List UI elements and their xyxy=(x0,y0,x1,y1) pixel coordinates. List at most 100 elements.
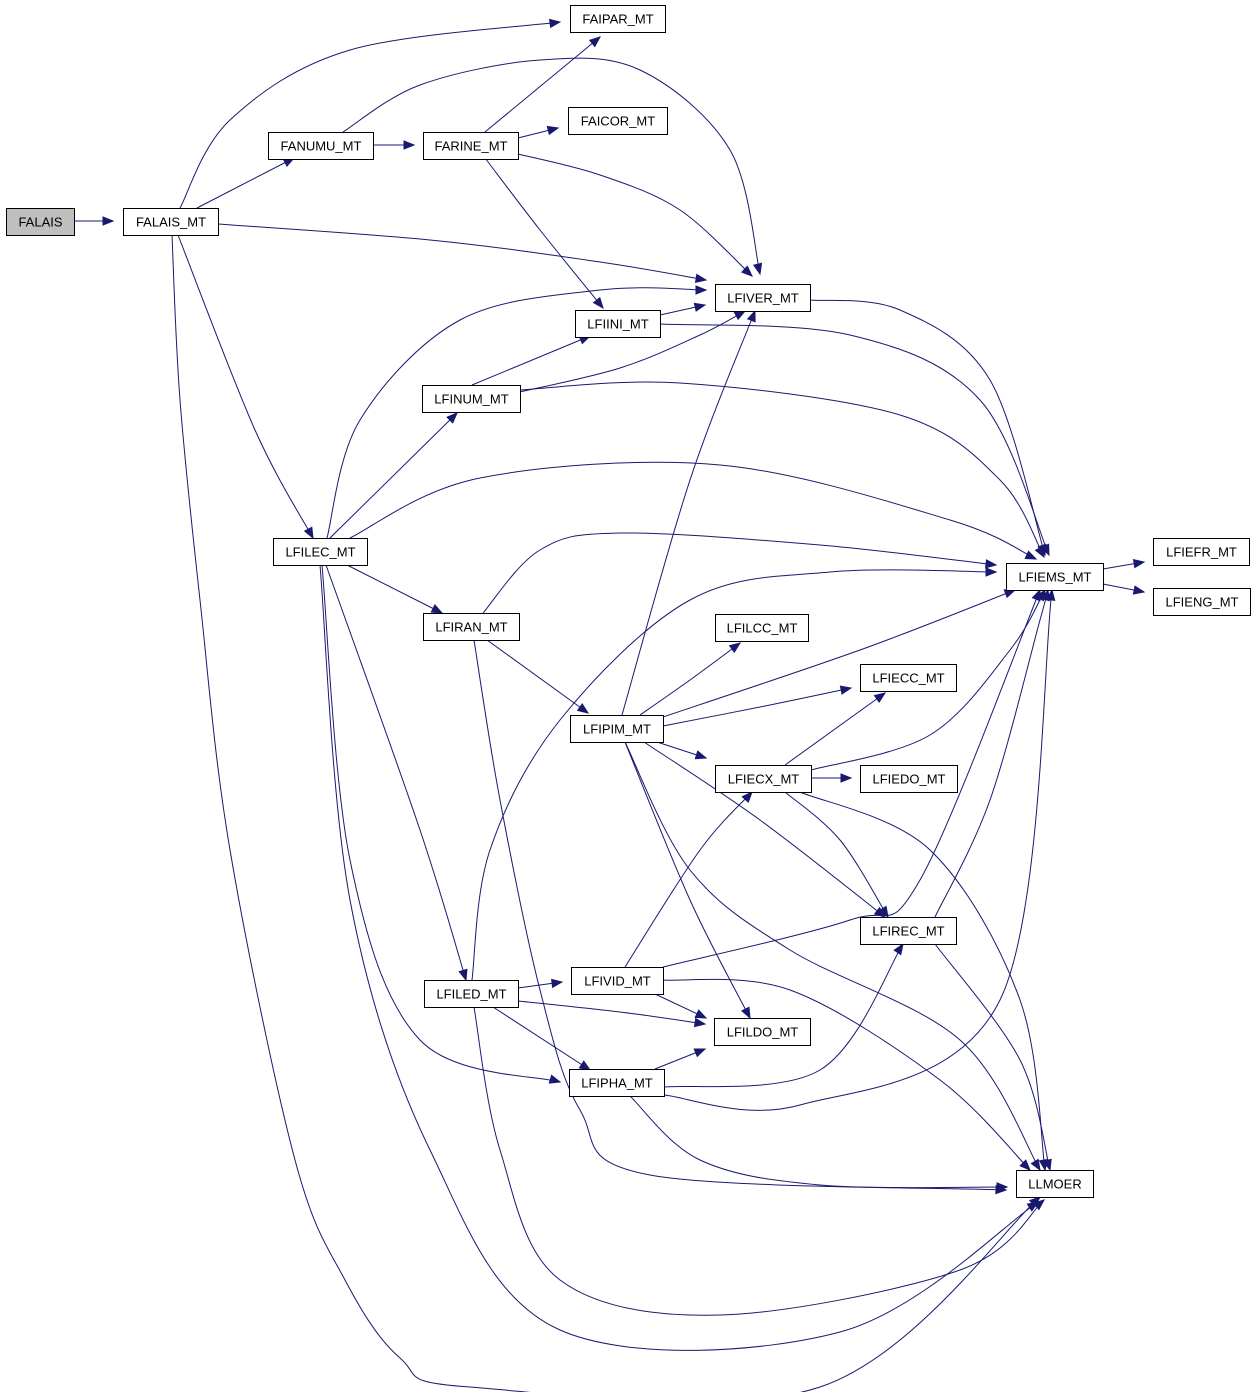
node-box[interactable] xyxy=(860,917,957,945)
node-box[interactable] xyxy=(423,132,519,160)
edge-arrowhead xyxy=(578,1060,592,1071)
node-box[interactable] xyxy=(423,613,520,641)
node-box[interactable] xyxy=(6,208,75,236)
node-lfieng_mt[interactable]: LFIENG_MT xyxy=(1153,588,1251,616)
node-lfipha_mt[interactable]: LFIPHA_MT xyxy=(569,1069,665,1097)
node-box[interactable] xyxy=(570,715,664,743)
node-label: LFIEDO_MT xyxy=(873,772,946,787)
edge-arrowhead xyxy=(551,978,564,989)
edge-line xyxy=(784,692,886,766)
edge-lfirec_mt-to-lfiems_mt xyxy=(934,588,1050,918)
edge-arrowhead xyxy=(458,968,468,982)
edge-line xyxy=(629,1095,1008,1189)
node-box[interactable] xyxy=(860,765,958,793)
edges-layer xyxy=(74,18,1146,1392)
node-label: FAICOR_MT xyxy=(581,114,655,129)
node-box[interactable] xyxy=(860,664,957,692)
node-label: LFIEFR_MT xyxy=(1166,545,1237,560)
node-box[interactable] xyxy=(1006,563,1104,591)
edge-arrowhead xyxy=(694,1009,708,1019)
node-lfiecx_mt[interactable]: LFIECX_MT xyxy=(715,765,812,793)
edge-arrowhead xyxy=(1034,545,1045,559)
edge-line xyxy=(326,287,707,539)
edge-line xyxy=(471,335,591,386)
edge-lfiini_mt-to-lfiver_mt xyxy=(659,302,707,316)
edge-arrowhead xyxy=(752,262,763,276)
node-lfilcc_mt[interactable]: LFILCC_MT xyxy=(715,614,809,642)
node-lfiini_mt[interactable]: LFIINI_MT xyxy=(575,310,661,338)
node-lfivid_mt[interactable]: LFIVID_MT xyxy=(571,967,664,995)
node-box[interactable] xyxy=(273,538,368,566)
edge-line xyxy=(799,791,1046,1171)
node-label: FANUMU_MT xyxy=(281,139,362,154)
node-lfiver_mt[interactable]: LFIVER_MT xyxy=(715,284,811,312)
node-lfilec_mt[interactable]: LFILEC_MT xyxy=(273,538,368,566)
node-llmoer[interactable]: LLMOER xyxy=(1016,1170,1094,1198)
edge-line xyxy=(325,564,467,981)
node-lfiedo_mt[interactable]: LFIEDO_MT xyxy=(860,765,958,793)
edge-falais_mt-to-fanumu_mt xyxy=(196,157,296,209)
edge-farine_mt-to-lfiini_mt xyxy=(484,157,604,310)
node-label: LFIVID_MT xyxy=(584,974,651,989)
node-lfiecc_mt[interactable]: LFIECC_MT xyxy=(860,664,957,692)
node-box[interactable] xyxy=(569,1069,665,1097)
node-box[interactable] xyxy=(571,967,664,995)
node-falais[interactable]: FALAIS xyxy=(6,208,75,236)
node-box[interactable] xyxy=(715,614,809,642)
node-lfildo_mt[interactable]: LFILDO_MT xyxy=(714,1018,811,1046)
edge-arrowhead xyxy=(549,18,562,29)
edge-farine_mt-to-faicor_mt xyxy=(517,125,560,139)
node-lfipim_mt[interactable]: LFIPIM_MT xyxy=(570,715,664,743)
node-farine_mt[interactable]: FARINE_MT xyxy=(423,132,519,160)
edge-arrowhead xyxy=(746,309,756,323)
edge-lfirec_mt-to-llmoer xyxy=(934,943,1052,1172)
edge-lfipha_mt-to-lfirec_mt xyxy=(663,942,904,1088)
node-box[interactable] xyxy=(1016,1170,1094,1198)
node-lfiled_mt[interactable]: LFILED_MT xyxy=(424,980,519,1008)
node-box[interactable] xyxy=(1153,588,1251,616)
edge-farine_mt-to-lfiver_mt xyxy=(517,153,753,277)
edge-line xyxy=(321,564,561,1083)
edge-arrowhead xyxy=(741,790,753,803)
edge-line xyxy=(643,741,886,918)
node-box[interactable] xyxy=(714,1018,811,1046)
node-faipar_mt[interactable]: FAIPAR_MT xyxy=(570,5,666,33)
edge-lfipim_mt-to-lfiecc_mt xyxy=(662,685,853,727)
node-box[interactable] xyxy=(1153,538,1250,566)
node-label: FALAIS_MT xyxy=(136,215,206,230)
node-fanumu_mt[interactable]: FANUMU_MT xyxy=(268,132,374,160)
node-falais_mt[interactable]: FALAIS_MT xyxy=(123,208,219,236)
edge-line xyxy=(177,234,314,539)
node-label: LFIPHA_MT xyxy=(581,1076,653,1091)
edge-line xyxy=(319,564,1039,1351)
node-box[interactable] xyxy=(422,385,521,413)
edge-lfinum_mt-to-lfiini_mt xyxy=(471,335,592,386)
node-faicor_mt[interactable]: FAICOR_MT xyxy=(568,107,668,135)
node-lfiems_mt[interactable]: LFIEMS_MT xyxy=(1006,563,1104,591)
edge-arrowhead xyxy=(693,302,707,312)
node-lfinum_mt[interactable]: LFINUM_MT xyxy=(422,385,521,413)
node-lfirec_mt[interactable]: LFIREC_MT xyxy=(860,917,957,945)
edge-line xyxy=(624,791,753,968)
edge-line xyxy=(662,978,1031,1171)
edge-arrowhead xyxy=(695,285,708,295)
node-box[interactable] xyxy=(570,5,666,33)
node-label: LFILCC_MT xyxy=(727,621,798,636)
node-box[interactable] xyxy=(715,765,812,793)
node-box[interactable] xyxy=(568,107,668,135)
node-box[interactable] xyxy=(424,980,519,1008)
edge-lfipha_mt-to-lfiems_mt xyxy=(663,588,1056,1111)
node-box[interactable] xyxy=(123,208,219,236)
node-box[interactable] xyxy=(575,310,661,338)
node-label: LFILDO_MT xyxy=(727,1025,799,1040)
node-label: LFIPIM_MT xyxy=(583,722,651,737)
node-box[interactable] xyxy=(268,132,374,160)
edge-arrowhead xyxy=(430,604,444,614)
edge-lfipim_mt-to-lfiems_mt xyxy=(659,589,1017,719)
node-lfiran_mt[interactable]: LFIRAN_MT xyxy=(423,613,520,641)
node-lfiefr_mt[interactable]: LFIEFR_MT xyxy=(1153,538,1250,566)
edge-arrowhead xyxy=(693,1017,707,1028)
node-box[interactable] xyxy=(715,284,811,312)
edge-falais-to-falais_mt xyxy=(74,216,115,226)
edge-arrowhead xyxy=(893,942,904,956)
